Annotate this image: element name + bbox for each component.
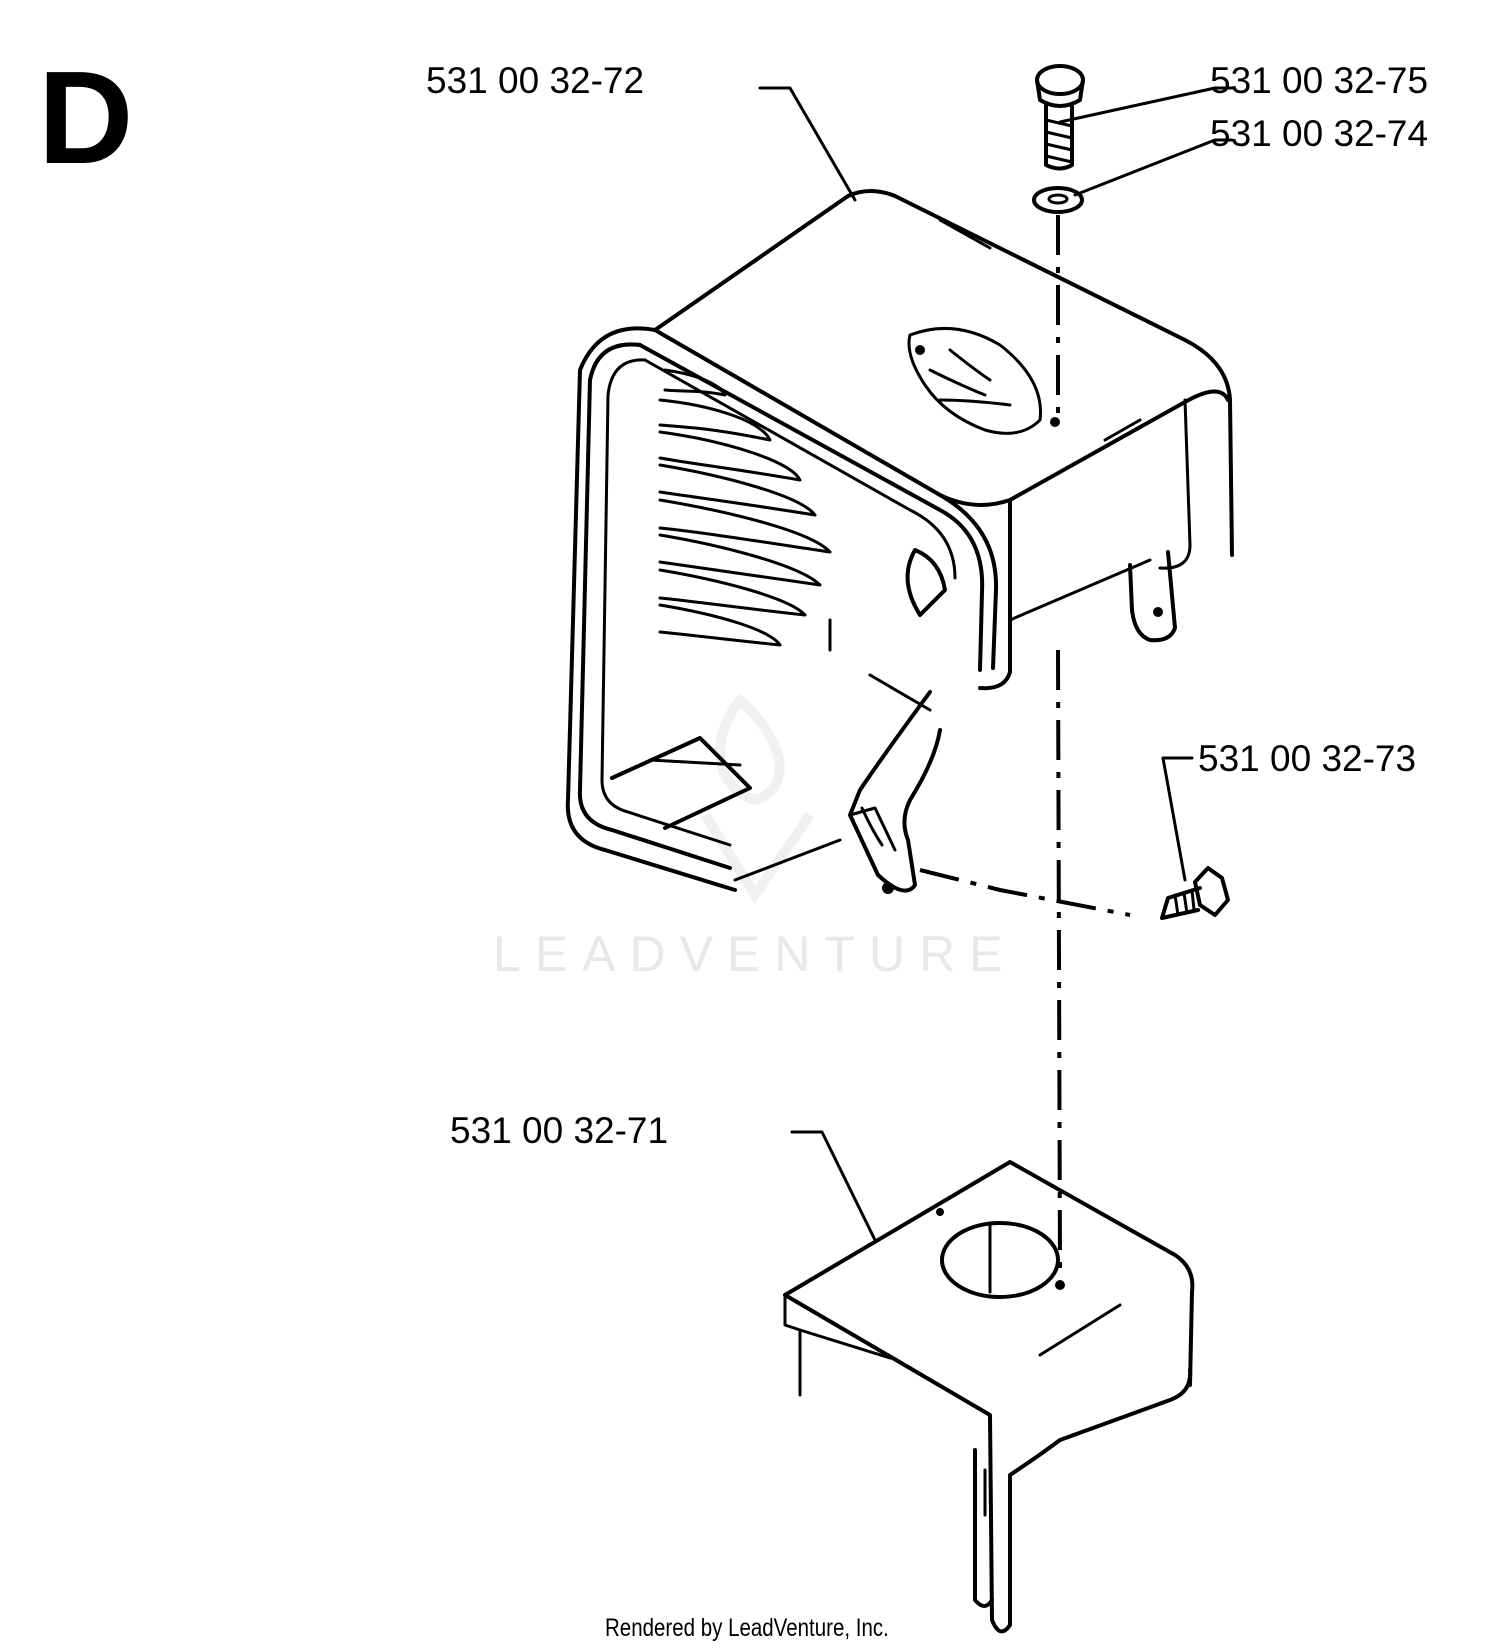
section-letter: D xyxy=(38,44,134,191)
part-number-bolt[interactable]: 531 00 32-73 xyxy=(1198,738,1417,779)
bolt-axis-line xyxy=(919,868,1131,917)
leader-lines xyxy=(758,86,1234,1242)
bolt-drawing xyxy=(1160,866,1230,920)
footer-credit: Rendered by LeadVenture, Inc. xyxy=(605,1614,889,1642)
assembly-axis-line xyxy=(1056,649,1062,1271)
part-number-screw[interactable]: 531 00 32-75 xyxy=(1210,60,1429,101)
cylinder-cover-drawing xyxy=(565,189,1234,894)
watermark-text: LEADVENTURE xyxy=(493,926,1017,982)
bracket-drawing xyxy=(783,1160,1195,1634)
washer-drawing xyxy=(1032,186,1084,214)
part-number-washer[interactable]: 531 00 32-74 xyxy=(1210,113,1429,154)
part-number-bracket[interactable]: 531 00 32-71 xyxy=(450,1110,669,1151)
part-number-cover[interactable]: 531 00 32-72 xyxy=(426,60,645,101)
